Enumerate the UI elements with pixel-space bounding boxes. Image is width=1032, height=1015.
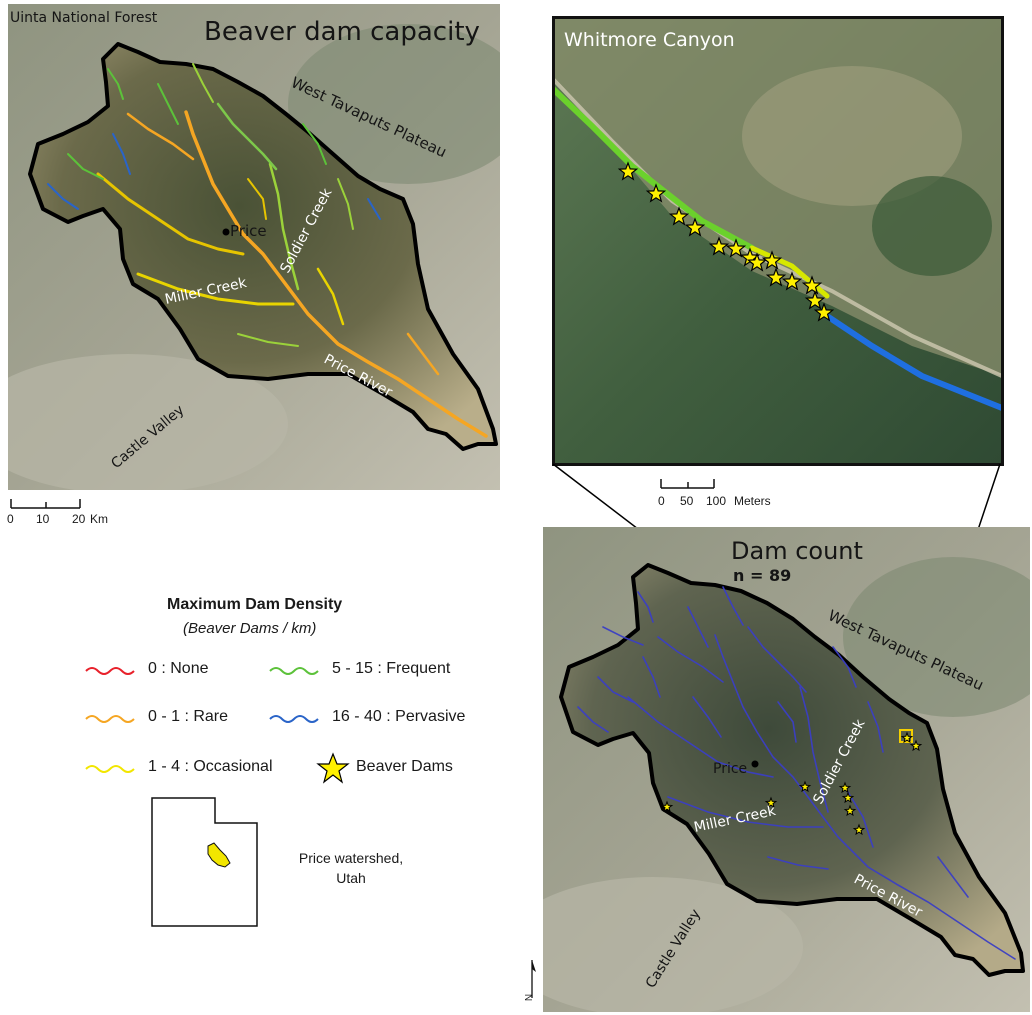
legend-swatch-occasional <box>85 765 135 773</box>
inset-beaver-dams <box>617 161 835 322</box>
inset-dam-star-11 <box>781 271 803 291</box>
inset-dam-star-2 <box>645 183 667 203</box>
legend-swatch-pervasive <box>269 715 319 723</box>
inset-dam-star-9 <box>761 250 783 270</box>
legend-label-occasional: 1 - 4 : Occasional <box>148 758 273 775</box>
inset-stream-frequent <box>552 85 755 251</box>
scale-tick-0: 0 <box>7 512 14 526</box>
capacity-map-title: Beaver dam capacity <box>204 17 480 47</box>
count-dam-star-4 <box>764 796 778 809</box>
forest-label: Uinta National Forest <box>10 10 158 26</box>
dam-count-n: n = 89 <box>733 566 791 585</box>
inset-extent-box <box>899 729 913 743</box>
legend-label-frequent: 5 - 15 : Frequent <box>332 660 451 677</box>
legend-label-rare: 0 - 1 : Rare <box>148 708 229 725</box>
scale-tick-10: 10 <box>36 512 50 526</box>
dam-count-watershed-area <box>559 563 1025 977</box>
legend-swatch-frequent <box>269 667 319 675</box>
capacity-map-panel: Beaver dam capacity Uinta National Fores… <box>8 4 500 490</box>
inset-scale-unit: Meters <box>734 494 771 508</box>
inset-dam-star-12 <box>801 275 823 295</box>
inset-dam-star-8 <box>746 252 768 272</box>
inset-map-panel: Whitmore Canyon <box>552 16 1002 464</box>
count-dam-star-2 <box>909 739 923 752</box>
inset-scale-tick-0: 0 <box>658 494 665 508</box>
legend-label-beaver-dams: Beaver Dams <box>356 758 453 775</box>
price-city-dot <box>222 228 230 236</box>
north-arrow: N <box>524 958 540 1008</box>
inset-dam-star-5 <box>708 236 730 256</box>
legend-title: Maximum Dam Density <box>167 596 343 613</box>
count-dam-star-9 <box>852 823 866 836</box>
count-dam-star-8 <box>843 804 857 817</box>
north-label: N <box>524 993 536 1002</box>
utah-outline <box>151 797 258 927</box>
scale-tick-20: 20 <box>72 512 86 526</box>
count-dam-star-6 <box>838 781 852 794</box>
legend-swatch-none <box>85 667 135 675</box>
legend-label-pervasive: 16 - 40 : Pervasive <box>332 708 466 725</box>
inset-scale-tick-50: 50 <box>680 494 694 508</box>
inset-stream-pervasive <box>824 313 1002 411</box>
price-city-dot-right <box>751 760 759 768</box>
inset-scale-bar: 0 50 100 Meters <box>658 476 778 512</box>
count-dam-star-5 <box>798 780 812 793</box>
inset-dam-star-4 <box>684 217 706 237</box>
legend: Maximum Dam Density (Beaver Dams / km) 0… <box>70 592 520 792</box>
inset-dam-star-13 <box>804 290 826 310</box>
locator-label: Price watershed, Utah <box>298 850 404 886</box>
capacity-watershed-area <box>28 42 498 451</box>
legend-subtitle: (Beaver Dams / km) <box>183 620 317 637</box>
count-dam-star-7 <box>841 791 855 804</box>
price-city-label-right: Price <box>713 761 747 777</box>
legend-label-none: 0 : None <box>148 660 209 677</box>
price-watershed-marker <box>207 842 231 868</box>
inset-dam-star-10 <box>765 267 787 287</box>
dam-count-beaver-dams <box>660 731 923 836</box>
inset-scale-tick-100: 100 <box>706 494 727 508</box>
legend-star-icon <box>316 752 350 784</box>
scale-unit: Km <box>90 512 108 526</box>
utah-locator-map <box>150 796 260 928</box>
capacity-scale-bar: 0 10 20 Km <box>6 496 136 528</box>
price-city-label: Price <box>230 222 267 240</box>
inset-dam-star-1 <box>617 161 639 181</box>
inset-dam-star-14 <box>813 302 835 322</box>
dam-count-map-panel: Dam count n = 89 West Tavaputs Plateau P… <box>543 527 1030 1012</box>
dam-count-title: Dam count <box>731 537 863 565</box>
inset-title: Whitmore Canyon <box>564 29 735 51</box>
inset-dam-star-6 <box>725 238 747 258</box>
inset-frame <box>552 16 1004 466</box>
legend-swatch-rare <box>85 715 135 723</box>
inset-dam-star-3 <box>668 206 690 226</box>
count-dam-star-3 <box>660 800 674 813</box>
count-dam-star-1 <box>900 731 914 744</box>
